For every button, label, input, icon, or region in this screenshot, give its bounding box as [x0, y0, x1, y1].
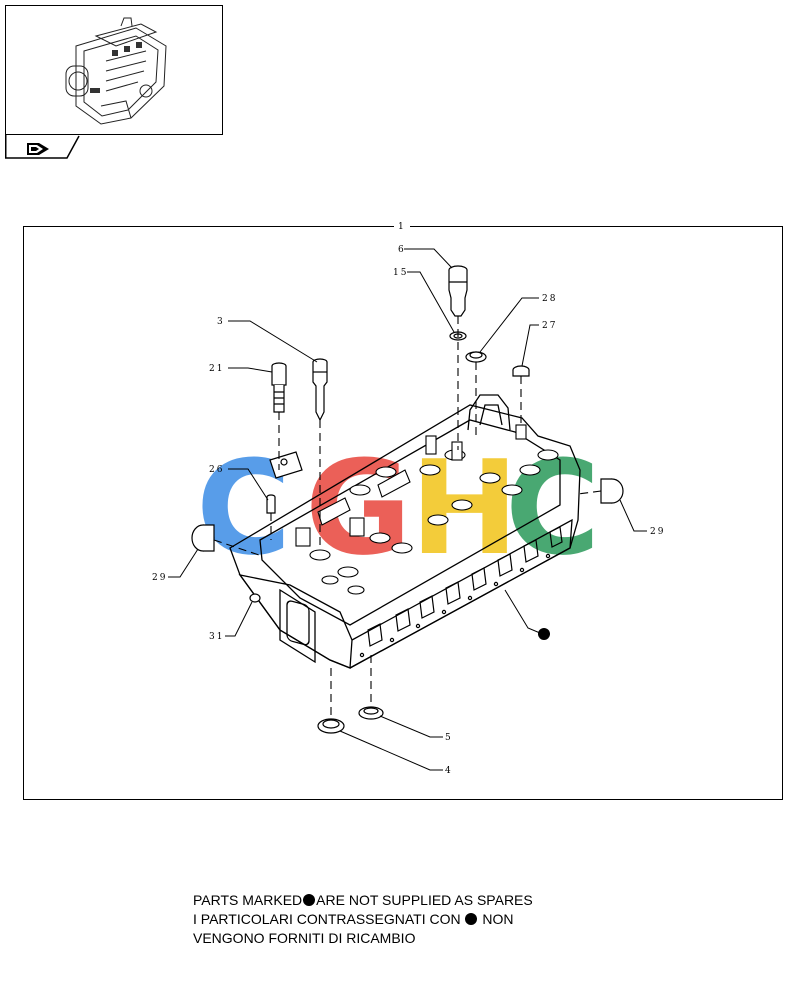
not-supplied-marker-dot: [538, 628, 550, 640]
callout-21: 21: [209, 364, 224, 374]
part-5-seal: [358, 706, 384, 720]
callout-27: 27: [542, 321, 557, 331]
callout-29-right: 29: [650, 527, 665, 537]
part-31-plug: [249, 593, 261, 603]
leader-lines: [168, 248, 647, 771]
filled-dot-icon: [303, 894, 316, 906]
part-29-plug-right: [600, 478, 624, 504]
callout-4: 4: [445, 766, 453, 776]
note-line-2-start: I PARTICOLARI CONTRASSEGNATI CON: [193, 911, 465, 927]
callout-1: 1: [398, 222, 406, 232]
note-line-3: VENGONO FORNITI DI RICAMBIO: [193, 930, 416, 946]
part-6-injector: [448, 265, 468, 317]
bracket: [269, 451, 303, 479]
callout-6: 6: [398, 245, 406, 255]
note-line-1-end: ARE NOT SUPPLIED AS SPARES: [316, 892, 533, 908]
part-29-plug-left: [191, 524, 215, 552]
callout-29-left: 29: [152, 573, 167, 583]
watermark-letter-c1: C: [196, 432, 291, 584]
cylinder-head: [229, 394, 581, 669]
note-line-2: I PARTICOLARI CONTRASSEGNATI CON NON: [193, 910, 533, 929]
part-21-bolt: [271, 362, 287, 413]
part-3-sleeve: [312, 358, 328, 422]
assembly-lines: [213, 316, 602, 718]
port-openings: [359, 526, 563, 658]
part-26-pin: [266, 494, 276, 514]
valve-assemblies: [295, 424, 559, 595]
note-line-2-end: NON: [478, 911, 514, 927]
part-27-cap: [512, 365, 530, 377]
callout-3: 3: [217, 317, 225, 327]
engine-thumbnail: [5, 5, 223, 135]
callout-31: 31: [209, 632, 224, 642]
part-4-seal: [317, 718, 345, 734]
book-arrow-icon: [27, 143, 49, 155]
callout-15: 15: [393, 268, 408, 278]
callout-26: 26: [209, 465, 224, 475]
note-line-1-start: PARTS MARKED: [193, 892, 303, 908]
filled-dot-icon: [465, 913, 478, 925]
callout-5: 5: [445, 733, 453, 743]
note-line-1: PARTS MARKED ARE NOT SUPPLIED AS SPARES: [193, 891, 533, 910]
spares-note: PARTS MARKED ARE NOT SUPPLIED AS SPARES I…: [193, 891, 533, 948]
watermark-letter-g: G: [305, 432, 412, 584]
engine-thumbnail-icon: [65, 17, 167, 125]
thumbnail-tab: [5, 134, 80, 159]
callout-28: 28: [542, 294, 557, 304]
part-28-seal: [465, 351, 487, 363]
